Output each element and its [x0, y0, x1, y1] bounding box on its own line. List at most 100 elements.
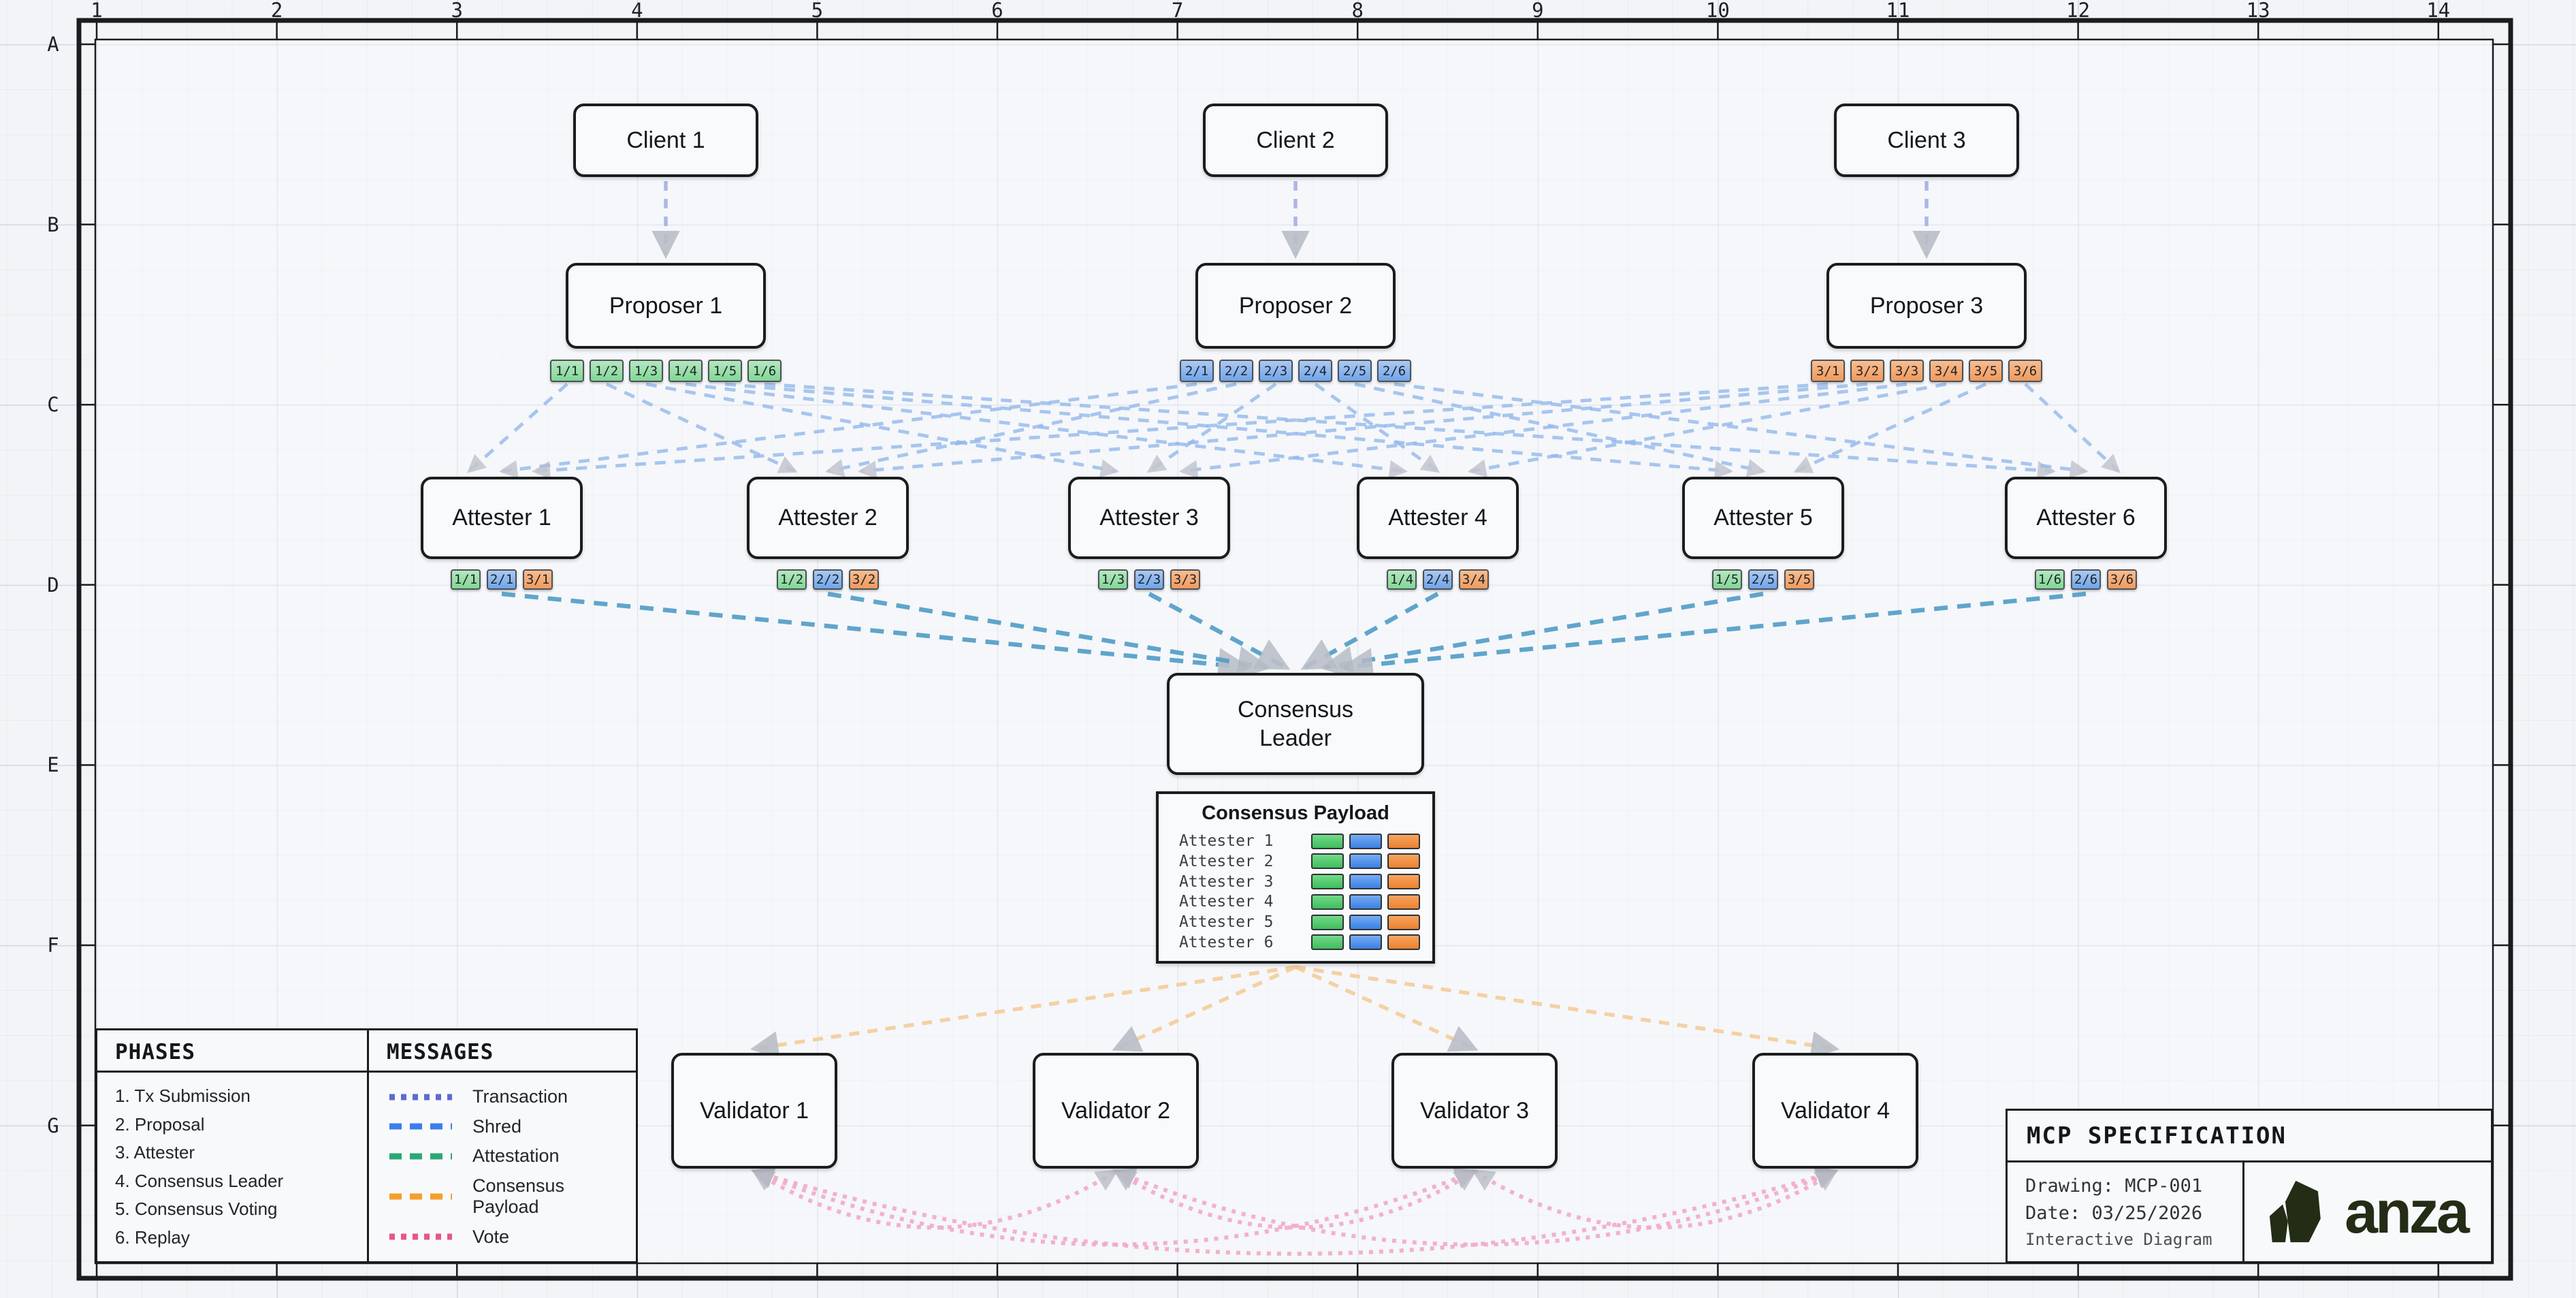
validator-node[interactable]: Validator 4 — [1752, 1053, 1918, 1169]
ruler-column-label: 8 — [1351, 0, 1364, 22]
shred-chip[interactable]: 3/3 — [1890, 360, 1924, 382]
payload-green-block — [1311, 833, 1344, 849]
ruler-column-label: 2 — [270, 0, 283, 22]
payload-orange-block — [1387, 893, 1420, 910]
attester-node[interactable]: Attester 3 — [1068, 477, 1230, 559]
shred-chip[interactable]: 1/2 — [590, 360, 624, 382]
proposer-node[interactable]: Proposer 2 — [1195, 263, 1396, 349]
phase-item: 3. Attester — [115, 1142, 195, 1163]
shred-chip[interactable]: 3/2 — [1850, 360, 1884, 382]
shred-chip[interactable]: 1/1 — [550, 360, 584, 382]
payload-blue-block — [1349, 833, 1382, 849]
shred-chip[interactable]: 1/3 — [629, 360, 663, 382]
attester-node[interactable]: Attester 1 — [421, 477, 583, 559]
shred-chip[interactable]: 3/6 — [2107, 569, 2137, 590]
payload-row-blocks — [1311, 934, 1420, 951]
shred-chip[interactable]: 1/5 — [1712, 569, 1742, 590]
shred-chip[interactable]: 2/6 — [1377, 360, 1411, 382]
payload-green-block — [1311, 914, 1344, 930]
payload-blue-block — [1349, 893, 1382, 910]
payload-row: Attester 2 — [1179, 853, 1420, 870]
payload-row: Attester 5 — [1179, 913, 1420, 931]
shred-chip[interactable]: 2/4 — [1298, 360, 1332, 382]
shred-chip[interactable]: 3/5 — [1784, 569, 1814, 590]
shred-chip[interactable]: 2/6 — [2071, 569, 2101, 590]
payload-blue-block — [1349, 934, 1382, 951]
shred-chip[interactable]: 2/2 — [1219, 360, 1253, 382]
client-node[interactable]: Client 1 — [573, 104, 758, 177]
shred-chip[interactable]: 1/4 — [669, 360, 703, 382]
proposer-node[interactable]: Proposer 3 — [1826, 263, 2027, 349]
ruler-column-label: 10 — [1705, 0, 1730, 22]
shred-chip[interactable]: 3/5 — [1969, 360, 2003, 382]
ruler-column-label: 6 — [991, 0, 1003, 22]
shred-chip[interactable]: 1/4 — [1387, 569, 1417, 590]
shred-chip[interactable]: 1/3 — [1098, 569, 1128, 590]
drawing-number: Drawing: MCP-001 — [2025, 1175, 2203, 1197]
shred-chip[interactable]: 3/4 — [1929, 360, 1963, 382]
ruler-column-label: 3 — [451, 0, 463, 22]
shred-chip[interactable]: 2/5 — [1748, 569, 1778, 590]
shred-chip[interactable]: 3/3 — [1170, 569, 1200, 590]
ruler-row-label: F — [47, 934, 59, 957]
attester-node[interactable]: Attester 5 — [1682, 477, 1844, 559]
payload-row: Attester 6 — [1179, 934, 1420, 951]
attester-node[interactable]: Attester 2 — [747, 477, 909, 559]
message-legend-label: Transaction — [472, 1086, 568, 1107]
title-block-info: Drawing: MCP-001 Date: 03/25/2026 Intera… — [2008, 1162, 2242, 1261]
shred-chip[interactable]: 2/4 — [1423, 569, 1453, 590]
ruler-column-label: 1 — [91, 0, 103, 22]
proposer-node[interactable]: Proposer 1 — [566, 263, 766, 349]
ruler-column-label: 13 — [2246, 0, 2270, 22]
drawing-frame — [76, 18, 2513, 1281]
shred-chip[interactable]: 1/2 — [777, 569, 807, 590]
payload-green-block — [1311, 874, 1344, 890]
attester-node[interactable]: Attester 4 — [1357, 477, 1519, 559]
client-node[interactable]: Client 2 — [1203, 104, 1388, 177]
ruler-column-label: 14 — [2426, 0, 2451, 22]
anza-mountain-icon — [2270, 1180, 2321, 1242]
payload-blue-block — [1349, 853, 1382, 870]
shred-chip[interactable]: 1/5 — [708, 360, 742, 382]
shred-chip[interactable]: 1/1 — [451, 569, 481, 590]
payload-row-blocks — [1311, 833, 1420, 849]
shred-chip[interactable]: 2/3 — [1134, 569, 1164, 590]
shred-chip[interactable]: 3/1 — [523, 569, 553, 590]
shred-chip[interactable]: 2/1 — [487, 569, 517, 590]
client-node[interactable]: Client 3 — [1834, 104, 2019, 177]
validator-node[interactable]: Validator 2 — [1033, 1053, 1199, 1169]
shred-chip[interactable]: 3/6 — [2008, 360, 2042, 382]
attester-node[interactable]: Attester 6 — [2005, 477, 2167, 559]
message-legend-label: Consensus Payload — [472, 1175, 565, 1218]
shred-chip[interactable]: 1/6 — [747, 360, 782, 382]
validator-node[interactable]: Validator 3 — [1391, 1053, 1558, 1169]
message-legend-label: Shred — [472, 1115, 522, 1137]
shred-chip[interactable]: 3/4 — [1459, 569, 1489, 590]
message-legend-item: Consensus Payload — [387, 1175, 636, 1218]
consensus-leader-node[interactable]: Consensus Leader — [1167, 673, 1424, 775]
shred-chip[interactable]: 1/6 — [2035, 569, 2065, 590]
shred-chip[interactable]: 2/5 — [1338, 360, 1372, 382]
shred-chip[interactable]: 2/1 — [1180, 360, 1214, 382]
message-legend-item: Vote — [387, 1226, 636, 1248]
shred-chip[interactable]: 2/3 — [1259, 360, 1293, 382]
messages-header: MESSAGES — [369, 1030, 636, 1073]
message-legend-label: Attestation — [472, 1145, 560, 1167]
consensus-payload-title: Consensus Payload — [1202, 802, 1389, 824]
payload-row-label: Attester 6 — [1179, 933, 1274, 951]
payload-row-label: Attester 4 — [1179, 893, 1274, 911]
shred-chip[interactable]: 2/2 — [813, 569, 843, 590]
shred-chip[interactable]: 3/1 — [1811, 360, 1845, 382]
phase-item: 2. Proposal — [115, 1113, 205, 1135]
payload-green-block — [1311, 934, 1344, 951]
shred-chip[interactable]: 3/2 — [849, 569, 879, 590]
ruler-column-label: 11 — [1886, 0, 1910, 22]
message-style-swatch — [389, 1123, 452, 1130]
validator-node[interactable]: Validator 1 — [671, 1053, 837, 1169]
ruler-column-label: 4 — [631, 0, 643, 22]
